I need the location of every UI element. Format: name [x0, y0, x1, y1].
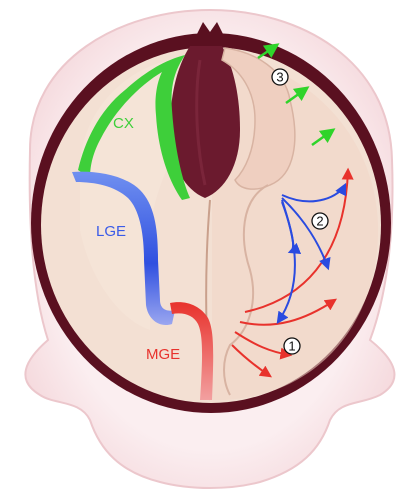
arrow-green	[285, 86, 310, 105]
arrow-red	[244, 167, 354, 313]
marker-1-label: 1	[288, 339, 295, 354]
marker-1: 1	[283, 337, 301, 355]
arrow-blue	[281, 182, 347, 203]
marker-2-label: 2	[316, 214, 323, 229]
arrow-green	[311, 128, 336, 147]
cx-label: CX	[113, 115, 134, 132]
cx-band	[78, 55, 190, 200]
marker-3-label: 3	[276, 70, 283, 85]
red-arrows	[231, 167, 354, 378]
lge-label: LGE	[96, 223, 126, 240]
marker-2: 2	[311, 212, 329, 230]
mge-band	[170, 302, 214, 400]
arrow-blue	[281, 197, 331, 271]
right-eminence	[223, 184, 269, 396]
marker-3: 3	[271, 68, 289, 86]
green-arrows	[257, 43, 336, 147]
arrow-red	[234, 331, 293, 360]
arrow-green	[257, 43, 280, 60]
blue-arrows	[276, 182, 347, 324]
top-notch	[195, 22, 225, 38]
lge-band	[72, 171, 175, 326]
mge-label: MGE	[146, 346, 180, 363]
arrow-red	[231, 344, 272, 378]
ventricle	[170, 46, 240, 198]
arrow-blue	[276, 201, 296, 324]
arrow-red	[239, 298, 337, 326]
